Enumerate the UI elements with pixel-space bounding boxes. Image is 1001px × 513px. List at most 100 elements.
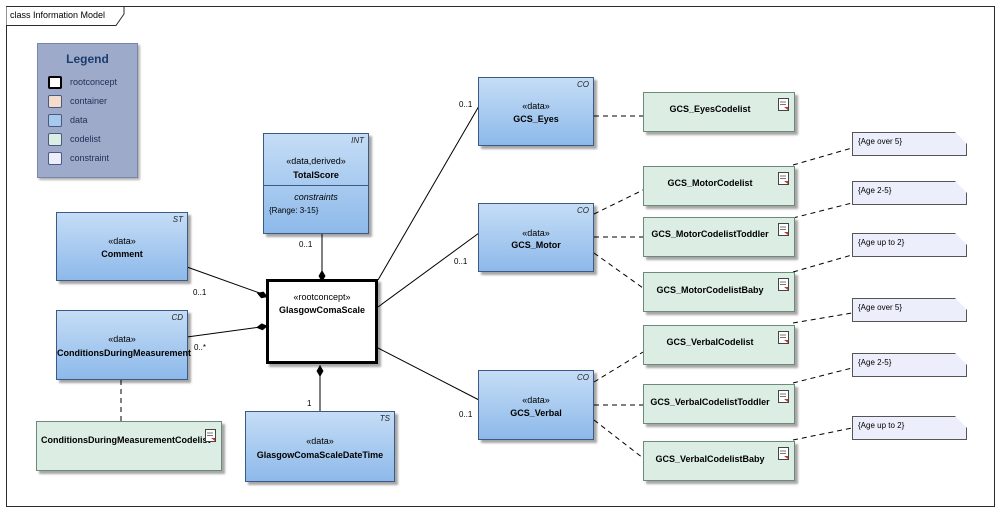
stereotype: «rootconcept»: [293, 292, 351, 302]
note-link-verbal-upto2: [792, 427, 853, 441]
gcs-eyes-class[interactable]: CO «data» GCS_Eyes: [478, 77, 594, 146]
type-label: TS: [379, 414, 390, 423]
codelist-icon: [778, 331, 789, 344]
type-label: CO: [577, 80, 589, 89]
gcs-verbal-codelist-toddler[interactable]: GCS_VerbalCodelistToddler: [643, 384, 795, 424]
legend-item: rootconcept: [48, 76, 133, 90]
legend-item: data: [48, 114, 133, 128]
class-name: GlasgowComaScaleDateTime: [256, 450, 384, 460]
dep-motor-codelist: [593, 189, 644, 215]
class-name: GCS_Eyes: [513, 114, 559, 124]
multiplicity-conditions: 0..*: [194, 343, 207, 352]
codelist-icon: [778, 447, 789, 460]
frame-title: class Information Model: [10, 10, 106, 20]
gcs-motor-codelist[interactable]: GCS_MotorCodelist: [643, 166, 795, 206]
codelist-icon: [778, 223, 789, 236]
note-motor-over5[interactable]: {Age over 5}: [852, 132, 967, 156]
gcs-eyes-codelist[interactable]: GCS_EyesCodelist: [643, 92, 795, 132]
class-name: GlasgowComaScale: [278, 305, 366, 315]
class-name: GCS_Verbal: [510, 408, 562, 418]
multiplicity-motor: 0..1: [454, 257, 468, 266]
glasgow-coma-scale-root[interactable]: «rootconcept» GlasgowComaScale: [266, 279, 378, 364]
diagram-frame: [6, 6, 995, 507]
stereotype: «data»: [108, 236, 136, 246]
codelist-icon: [778, 390, 789, 403]
type-label: INT: [351, 136, 364, 145]
legend-label: rootconcept: [70, 77, 118, 87]
codelist-name: GCS_VerbalCodelist: [666, 337, 754, 347]
codelist-icon: [778, 172, 789, 185]
link-conditions: [186, 325, 269, 338]
class-name: GCS_Motor: [511, 240, 561, 250]
note-motor-2to5[interactable]: {Age 2-5}: [852, 181, 967, 205]
note-verbal-over5[interactable]: {Age over 5}: [852, 298, 967, 322]
type-label: CO: [577, 206, 589, 215]
constraints-title: constraints: [294, 192, 338, 202]
conditions-class[interactable]: CD «data» ConditionsDuringMeasurement: [56, 310, 192, 380]
legend-item: codelist: [48, 133, 133, 147]
codelist-name: GCS_MotorCodelistBaby: [656, 285, 764, 295]
stereotype: «data»: [108, 334, 136, 344]
codelist-icon: [778, 98, 789, 111]
type-label: CO: [577, 373, 589, 382]
gcs-verbal-class[interactable]: CO «data» GCS_Verbal: [478, 370, 594, 440]
note-link-motor-2to5: [792, 202, 853, 219]
dep-verbal-baby: [593, 419, 644, 459]
legend-swatch: [48, 133, 62, 146]
note-link-motor-upto2: [792, 254, 853, 273]
legend: Legend rootconcept container data codeli…: [37, 43, 138, 178]
note-motor-upto2[interactable]: {Age up to 2}: [852, 233, 967, 257]
dep-motor-baby: [593, 252, 644, 289]
type-label: CD: [171, 313, 183, 322]
legend-label: container: [70, 96, 108, 106]
gcs-motor-codelist-toddler[interactable]: GCS_MotorCodelistToddler: [643, 217, 795, 257]
compartment-divider: [264, 185, 368, 186]
gcs-verbal-codelist-baby[interactable]: GCS_VerbalCodelistBaby: [643, 441, 795, 481]
link-eyes: [377, 105, 480, 281]
multiplicity-datetime: 1: [307, 399, 312, 408]
link-comment: [186, 266, 269, 297]
total-score-class[interactable]: INT «data,derived» TotalScore constraint…: [263, 133, 369, 234]
note-link-motor-over5: [792, 147, 853, 166]
legend-label: codelist: [70, 134, 101, 144]
dep-verbal-codelist: [593, 351, 644, 383]
type-label: ST: [172, 215, 183, 224]
conditions-codelist[interactable]: ConditionsDuringMeasurementCodelist: [36, 421, 222, 471]
link-verbal: [377, 347, 480, 401]
datetime-class[interactable]: TS «data» GlasgowComaScaleDateTime: [245, 411, 395, 482]
codelist-name: GCS_VerbalCodelistBaby: [655, 454, 765, 464]
codelist-name: GCS_EyesCodelist: [669, 104, 751, 114]
gcs-verbal-codelist[interactable]: GCS_VerbalCodelist: [643, 325, 795, 365]
multiplicity-verbal: 0..1: [459, 410, 473, 419]
legend-label: data: [70, 115, 88, 125]
note-link-verbal-over5: [792, 312, 853, 324]
class-name: TotalScore: [293, 170, 339, 180]
link-motor: [377, 232, 480, 308]
stereotype: «data»: [522, 228, 550, 238]
multiplicity-total-score: 0..1: [299, 240, 313, 249]
stereotype: «data»: [522, 101, 550, 111]
legend-swatch: [48, 76, 62, 89]
note-verbal-upto2[interactable]: {Age up to 2}: [852, 416, 967, 440]
note-verbal-2to5[interactable]: {Age 2-5}: [852, 353, 967, 377]
gcs-motor-class[interactable]: CO «data» GCS_Motor: [478, 203, 594, 272]
legend-title: Legend: [66, 52, 109, 66]
legend-label: constraint: [70, 153, 110, 163]
legend-swatch: [48, 152, 62, 165]
class-name: Comment: [101, 249, 143, 259]
legend-item: constraint: [48, 152, 133, 166]
codelist-icon: [778, 278, 789, 291]
frame-tab: [6, 6, 125, 26]
legend-swatch: [48, 114, 62, 127]
stereotype: «data»: [306, 436, 334, 446]
gcs-motor-codelist-baby[interactable]: GCS_MotorCodelistBaby: [643, 272, 795, 312]
codelist-icon: [205, 429, 216, 442]
legend-swatch: [48, 95, 62, 108]
diamond-datetime: [316, 365, 324, 377]
codelist-name: GCS_MotorCodelistToddler: [651, 229, 769, 239]
class-name: ConditionsDuringMeasurement: [57, 348, 192, 358]
multiplicity-eyes: 0..1: [459, 100, 473, 109]
codelist-name: GCS_VerbalCodelistToddler: [650, 397, 770, 407]
comment-class[interactable]: ST «data» Comment: [56, 212, 188, 281]
